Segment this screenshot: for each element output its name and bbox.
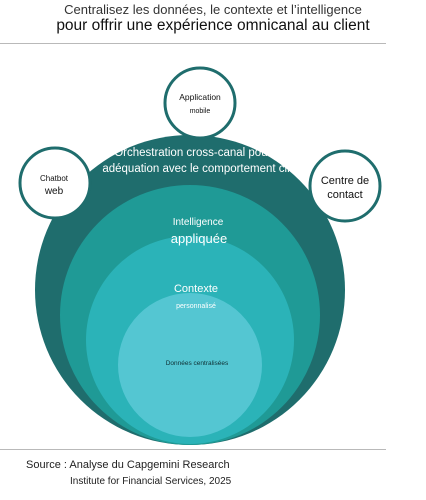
source-line-2: Institute for Financial Services, 2025 bbox=[70, 476, 232, 487]
channel-mobile-app-label-2: mobile bbox=[190, 108, 211, 115]
layer-intelligence-label-2: appliquée bbox=[171, 231, 227, 246]
layer-context-label-2: personnalisé bbox=[176, 303, 216, 310]
layer-data-label: Données centralisées bbox=[166, 360, 229, 367]
bottom-divider bbox=[0, 449, 386, 450]
channel-web-chatbot-label-2: web bbox=[44, 186, 64, 197]
layer-orchestration-label-2: adéquation avec le comportement client bbox=[102, 163, 306, 175]
source-line-1: Source : Analyse du Capgemini Research bbox=[26, 459, 230, 471]
layer-data-circle bbox=[118, 293, 262, 437]
channel-web-chatbot: Chatbot web bbox=[18, 146, 92, 220]
channel-mobile-app-label-1: Application bbox=[179, 92, 221, 102]
channel-mobile-app: Application mobile bbox=[163, 66, 237, 140]
channel-contact-center-label-1: Centre de bbox=[321, 175, 369, 187]
layer-orchestration-label-1: Orchestration cross-canal pour une bbox=[114, 147, 294, 159]
title-line-2: pour offrir une expérience omnicanal au … bbox=[56, 17, 370, 34]
top-divider bbox=[0, 43, 386, 44]
channel-web-chatbot-label-1: Chatbot bbox=[40, 174, 69, 183]
channel-contact-center-label-2: contact bbox=[327, 189, 362, 201]
layer-intelligence-label-1: Intelligence bbox=[173, 217, 224, 228]
title-line-1: Centralisez les données, le contexte et … bbox=[64, 2, 362, 17]
omnichannel-diagram: Orchestration cross-canal pour une adéqu… bbox=[18, 66, 382, 445]
channel-contact-center: Centre de contact bbox=[308, 149, 382, 223]
layer-context-label-1: Contexte bbox=[174, 283, 218, 295]
